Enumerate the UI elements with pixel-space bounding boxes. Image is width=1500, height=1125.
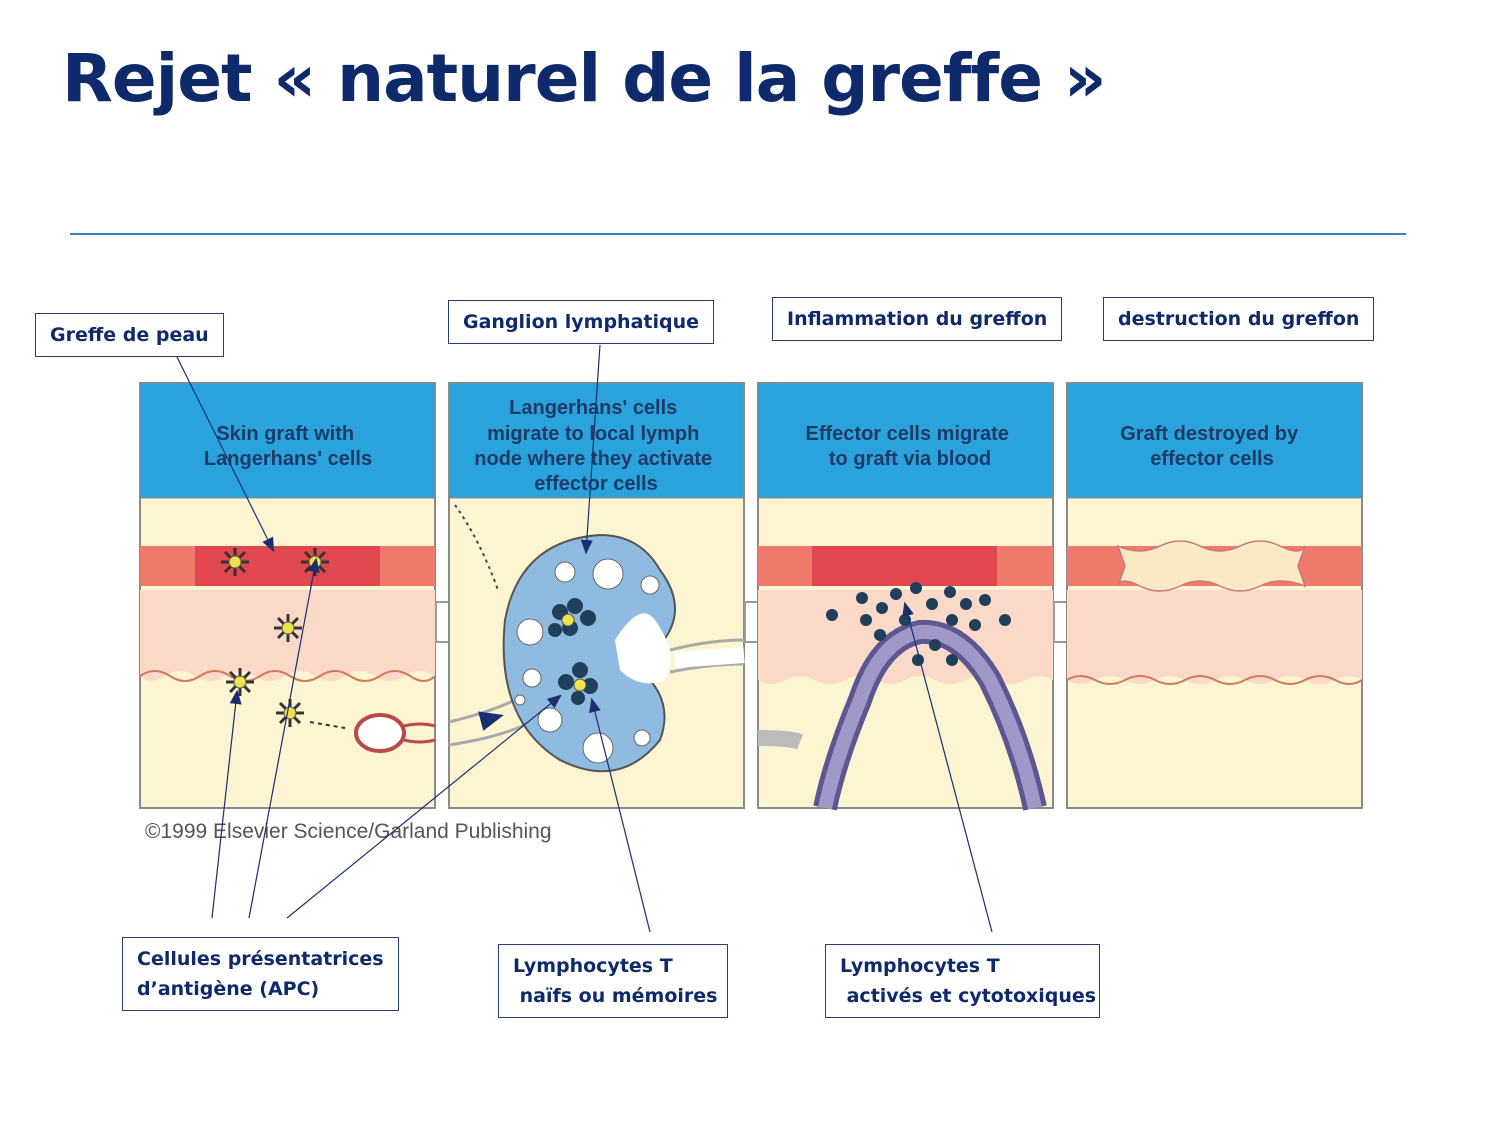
- panel-effector-migration: Effector cells migrate to graft via bloo…: [757, 382, 1054, 811]
- panel-2-caption: Langerhans' cells migrate to local lymph…: [474, 397, 717, 495]
- lymph-vessel-entry: [354, 713, 406, 753]
- panel-4-caption: Graft destroyed by effector cells: [1120, 423, 1303, 470]
- label-active-line-2: activés et cytotoxiques: [840, 985, 1097, 1007]
- cytotoxic-t-cells: [826, 582, 1011, 666]
- label-naive-line-1: Lymphocytes T: [513, 955, 673, 977]
- page-title: Rejet « naturel de la greffe »: [62, 40, 1107, 117]
- label-skin-graft: Greffe de peau: [35, 313, 224, 357]
- label-apc-line-1: Cellules présentatrices: [137, 948, 384, 970]
- panel-3-caption: Effector cells migrate to graft via bloo…: [806, 423, 1015, 470]
- copyright-credit: ©1999 Elsevier Science/Garland Publishin…: [145, 820, 552, 843]
- label-active-line-1: Lymphocytes T: [840, 955, 1000, 977]
- label-graft-destruction: destruction du greffon: [1103, 297, 1375, 341]
- label-apc-line-2: d’antigène (APC): [137, 978, 320, 1000]
- label-graft-inflammation: Inflammation du greffon: [772, 297, 1063, 341]
- panel-1-caption: Skin graft with Langerhans' cells: [204, 423, 372, 470]
- label-lymph-node: Ganglion lymphatique: [448, 300, 715, 344]
- leader-lines: [175, 344, 993, 933]
- label-activated-t-cells: Lymphocytes T activés et cytotoxiques: [825, 944, 1100, 1018]
- label-naive-line-2: naïfs ou mémoires: [513, 985, 718, 1007]
- destroyed-graft: [1116, 540, 1307, 592]
- label-apc: Cellules présentatrices d’antigène (APC): [122, 937, 399, 1011]
- panel-skin-graft: Skin graft with Langerhans' cells: [139, 382, 436, 809]
- panel-graft-destroyed: Graft destroyed by effector cells: [1066, 382, 1363, 809]
- graft-patch: [195, 546, 380, 586]
- panel-lymph-node: Langerhans' cells migrate to local lymph…: [448, 382, 745, 809]
- label-naive-t-cells: Lymphocytes T naïfs ou mémoires: [498, 944, 728, 1018]
- title-divider: [70, 233, 1406, 235]
